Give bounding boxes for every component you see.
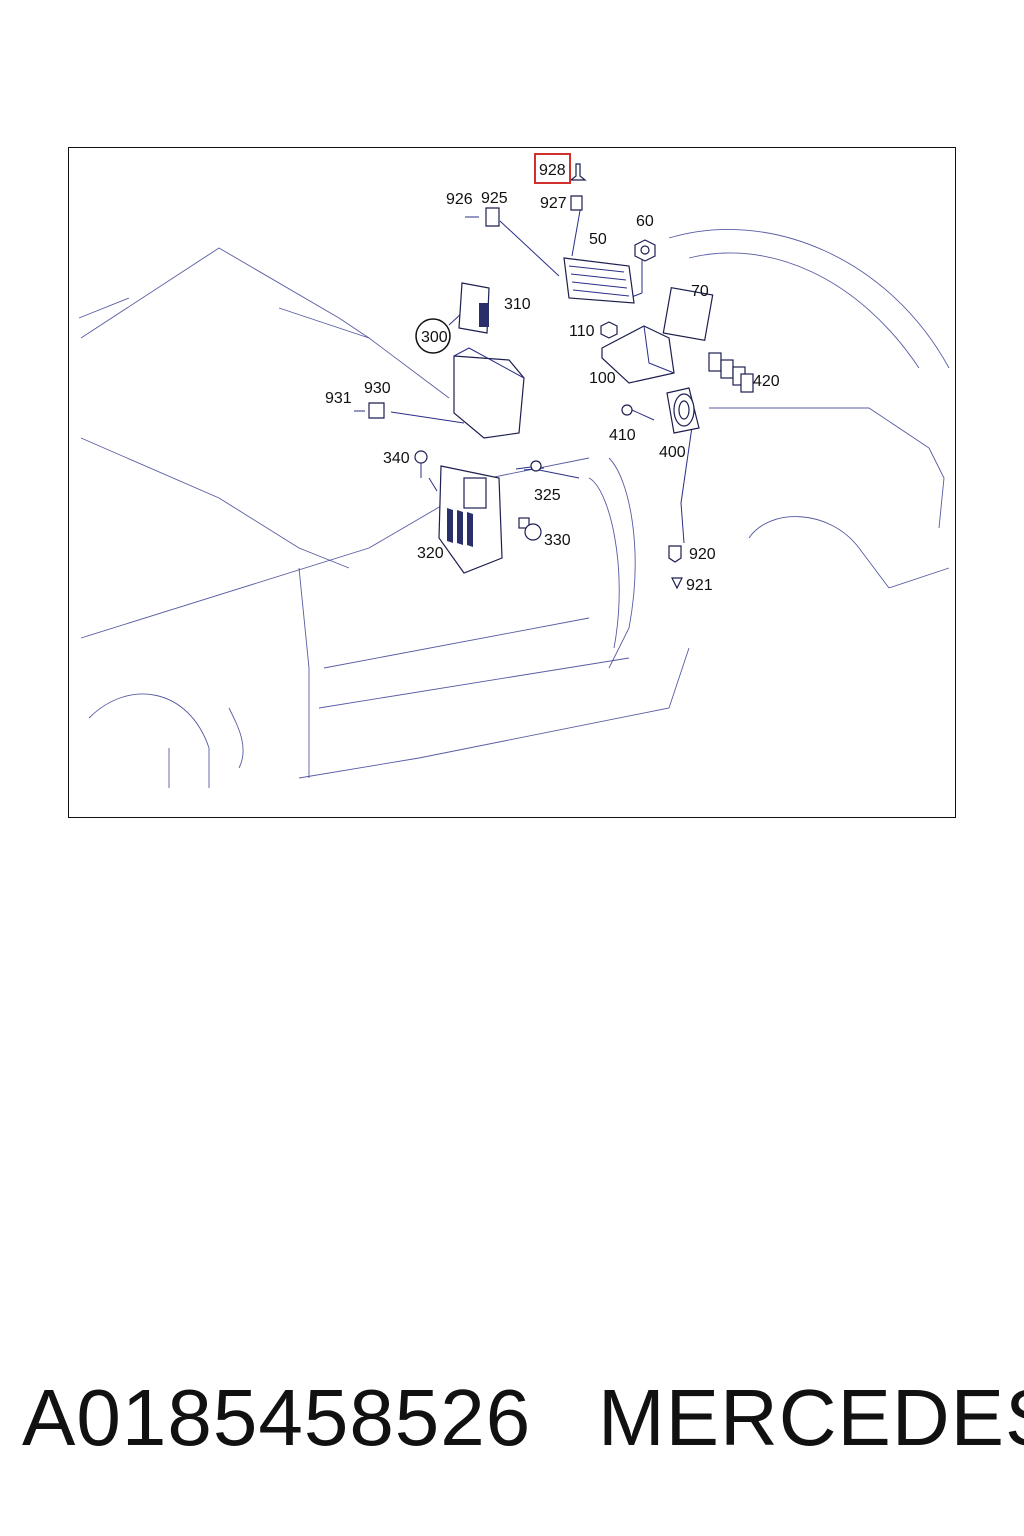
label-340: 340 (383, 450, 410, 467)
part-330-bolt (518, 517, 542, 541)
label-927: 927 (540, 195, 567, 212)
part-100-bracket (601, 325, 675, 384)
label-325: 325 (534, 487, 561, 504)
part-420-connectors (708, 352, 754, 393)
label-60: 60 (636, 213, 654, 230)
label-920: 920 (689, 546, 716, 563)
callout-circle-300 (415, 318, 451, 354)
part-920-930-925-connectors (354, 163, 683, 590)
label-420: 420 (753, 373, 780, 390)
label-925: 925 (481, 190, 508, 207)
label-300: 300 (421, 329, 448, 346)
part-300-control-unit (453, 347, 525, 439)
part-70-pad (662, 287, 714, 341)
car-body-outline (78, 229, 950, 788)
label-100: 100 (589, 370, 616, 387)
label-330: 330 (544, 532, 571, 549)
label-70: 70 (691, 283, 709, 300)
label-926: 926 (446, 191, 473, 208)
caption: A0185458526 MERCEDES (0, 1372, 1024, 1472)
exploded-parts-diagram: 928 926 925 927 50 60 70 310 300 110 100… (68, 147, 956, 818)
diagram-canvas: 928 926 925 927 50 60 70 310 300 110 100… (78, 153, 950, 788)
part-320-bracket (438, 465, 503, 574)
part-325-screw (515, 460, 542, 472)
label-320: 320 (417, 545, 444, 562)
label-400: 400 (659, 444, 686, 461)
label-50: 50 (589, 231, 607, 248)
label-930: 930 (364, 380, 391, 397)
part-50-amplifier (563, 257, 635, 304)
part-110-nut (600, 321, 618, 339)
label-410: 410 (609, 427, 636, 444)
label-310: 310 (504, 296, 531, 313)
part-410-screw (621, 404, 655, 421)
part-310-module (458, 282, 490, 334)
part-400-speaker (666, 387, 700, 434)
part-number: A0185458526 (22, 1373, 532, 1462)
label-931: 931 (325, 390, 352, 407)
label-928: 928 (539, 162, 566, 179)
part-340-clip (414, 450, 428, 478)
part-60-nut (634, 239, 656, 262)
label-921: 921 (686, 577, 713, 594)
leader-lines (390, 204, 695, 544)
brand-name: MERCEDES (598, 1373, 1024, 1462)
label-110: 110 (569, 323, 595, 340)
highlight-box (534, 153, 571, 184)
